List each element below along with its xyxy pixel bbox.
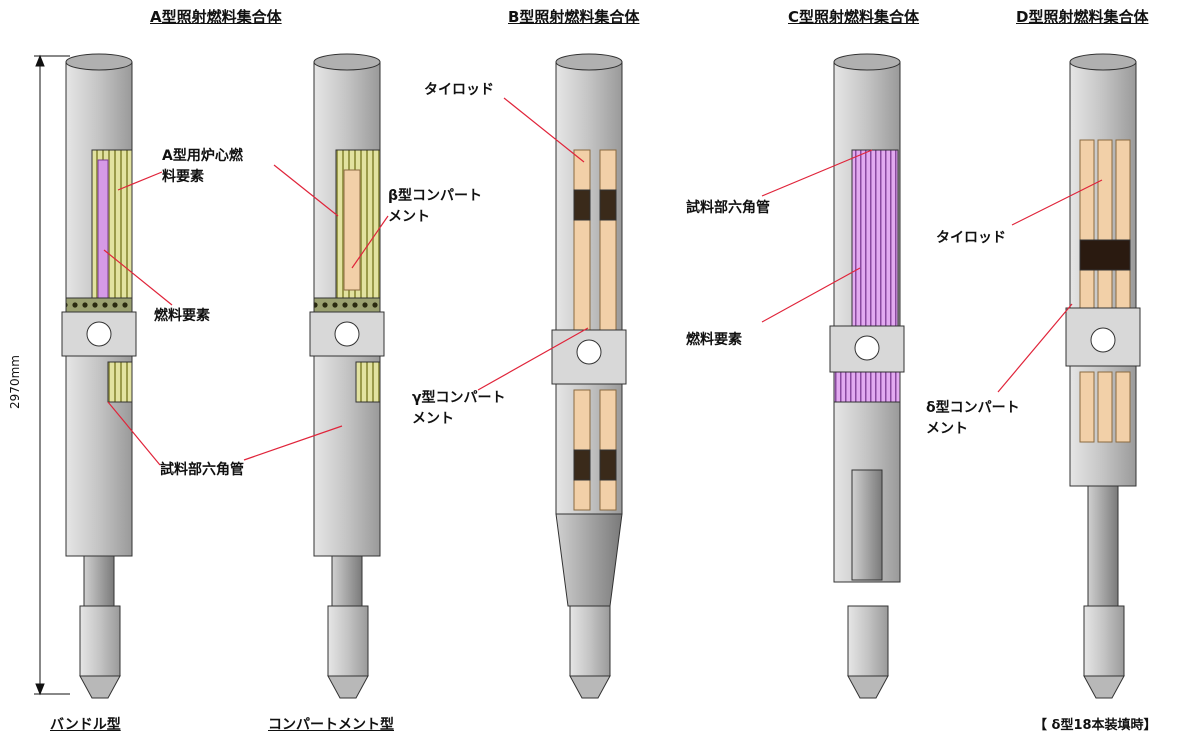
assembly-d xyxy=(1065,53,1141,699)
delta-loading-note: 【 δ型18本装填時】 xyxy=(1034,718,1157,733)
assembly-c xyxy=(829,53,905,699)
title-d: D型照射燃料集合体 xyxy=(1016,8,1149,26)
title-a: A型照射燃料集合体 xyxy=(150,8,282,26)
leader-a-core-fuel-2 xyxy=(273,164,339,217)
label-delta-compartment: δ型コンパート メント xyxy=(926,400,1020,437)
leader-beta xyxy=(351,215,389,269)
leader-b-tie-rod xyxy=(503,97,585,163)
leader-delta xyxy=(997,303,1073,393)
leader-hex-tube-2 xyxy=(243,425,343,461)
assembly-a-compartment xyxy=(309,53,385,699)
leader-a-core-fuel xyxy=(117,171,163,191)
leader-gamma xyxy=(477,327,589,391)
leader-c-hex-tube xyxy=(761,149,873,197)
leader-a-fuel-element xyxy=(103,249,173,306)
label-d-tie-rod: タイロッド xyxy=(936,230,1006,246)
subtitle-bundle: バンドル型 xyxy=(50,717,121,733)
label-a-hex-tube: 試料部六角管 xyxy=(160,462,244,478)
assembly-b xyxy=(551,53,627,699)
label-c-hex-tube: 試料部六角管 xyxy=(686,200,770,216)
title-c: C型照射燃料集合体 xyxy=(788,8,920,26)
leader-c-fuel-element xyxy=(761,267,861,323)
dimension-line xyxy=(34,54,70,696)
leader-d-tie-rod xyxy=(1011,179,1103,226)
label-a-core-fuel: A型用炉心燃 料要素 xyxy=(162,148,243,185)
label-beta-compartment: β型コンパート メント xyxy=(388,188,483,225)
leader-a-hex-tube xyxy=(107,401,161,466)
leader-lines xyxy=(103,97,1103,466)
subtitle-compartment: コンパートメント型 xyxy=(268,717,394,733)
title-b: B型照射燃料集合体 xyxy=(508,8,640,26)
label-b-tie-rod: タイロッド xyxy=(424,82,494,98)
label-c-fuel-element: 燃料要素 xyxy=(686,332,742,348)
assembly-a-bundle xyxy=(61,53,137,699)
label-gamma-compartment: γ型コンパート メント xyxy=(412,390,506,427)
label-a-fuel-element: 燃料要素 xyxy=(154,308,210,324)
